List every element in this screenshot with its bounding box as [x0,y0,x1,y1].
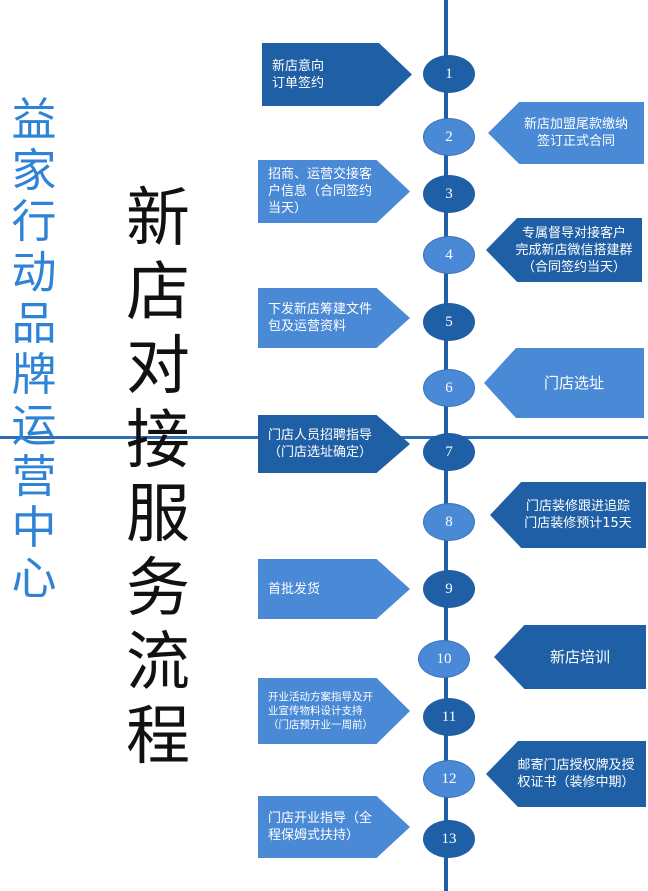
step-box-11: 开业活动方案指导及开 业宣传物料设计支持 （门店预开业一周前） [258,678,410,744]
step-box-3: 招商、运营交接客 户信息（合同签约 当天） [258,160,410,223]
side-title: 益家行动品牌运营中心 [11,93,57,605]
step-node-3: 3 [423,175,475,213]
step-node-10: 10 [418,640,470,678]
step-node-7: 7 [423,433,475,471]
step-node-11: 11 [423,698,475,736]
step-node-5: 5 [423,303,475,341]
step-box-9: 首批发货 [258,559,410,619]
step-box-4: 专属督导对接客户 完成新店微信搭建群 （合同签约当天） [486,218,642,282]
step-box-8: 门店装修跟进追踪 门店装修预计15天 [490,482,646,548]
step-box-13: 门店开业指导（全 程保姆式扶持） [258,796,410,858]
step-node-4: 4 [423,236,475,274]
step-box-7: 门店人员招聘指导 （门店选址确定） [258,415,410,473]
step-node-6: 6 [423,369,475,407]
step-box-2: 新店加盟尾款缴纳 签订正式合同 [488,102,644,164]
step-box-6: 门店选址 [484,348,644,418]
step-node-8: 8 [423,503,475,541]
step-node-12: 12 [423,760,475,798]
step-box-12: 邮寄门店授权牌及授 权证书（装修中期） [486,741,646,807]
step-node-1: 1 [423,55,475,93]
step-box-10: 新店培训 [494,625,646,689]
step-node-9: 9 [423,570,475,608]
step-node-2: 2 [423,118,475,156]
step-box-5: 下发新店筹建文件 包及运营资料 [258,288,410,348]
main-title: 新店对接服务流程 [126,182,190,774]
step-box-1: 新店意向 订单签约 [262,43,412,106]
step-node-13: 13 [423,820,475,858]
